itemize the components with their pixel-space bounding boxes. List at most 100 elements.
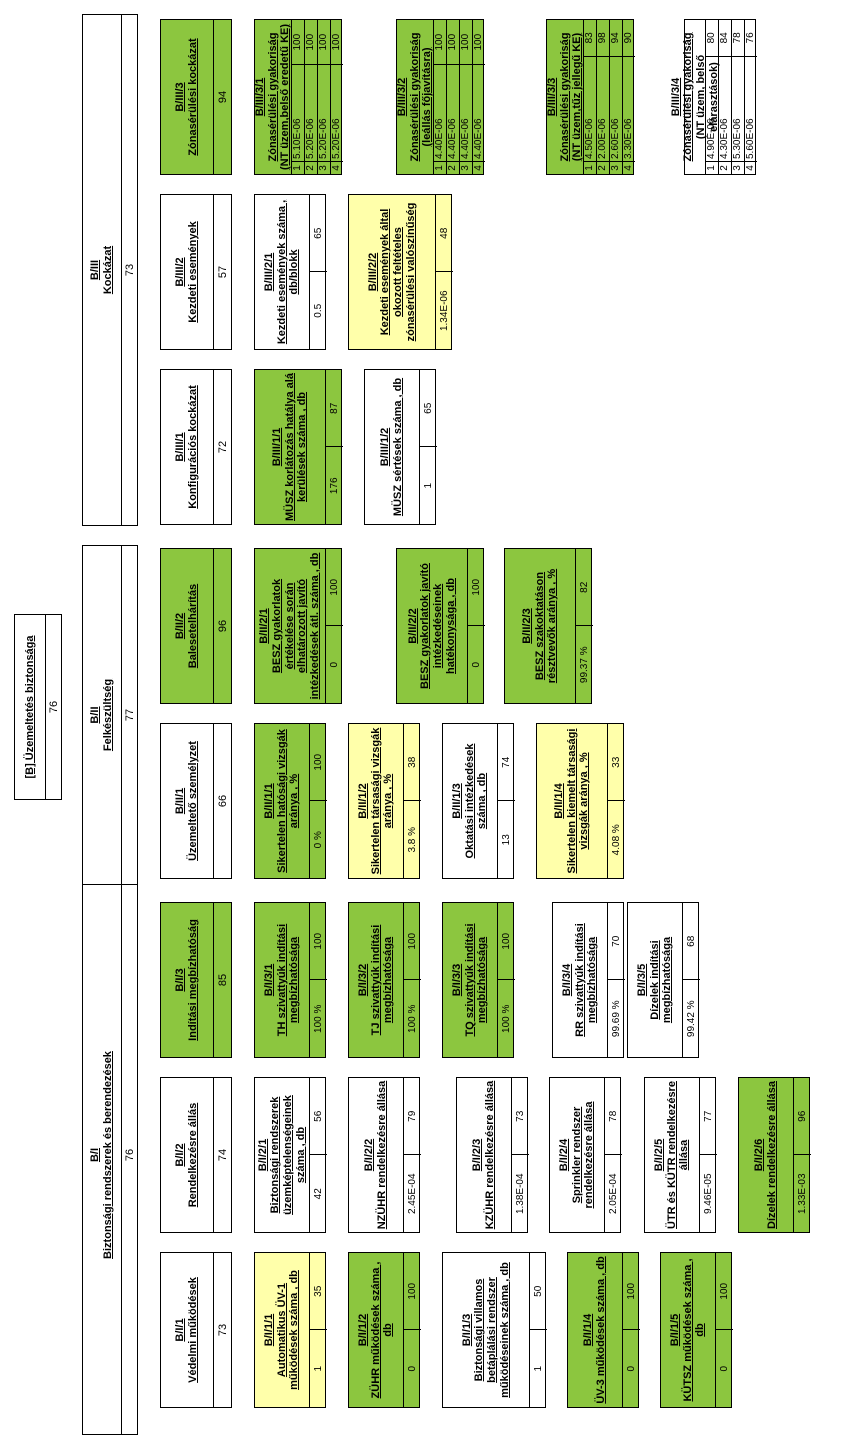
node-code: B/III/1 [174, 432, 187, 462]
leaf-score: 100 [404, 1253, 421, 1331]
leaf-title: Oktatási intézkedések száma , db [463, 743, 489, 859]
leaf-raw-value: 0 [625, 1365, 637, 1372]
leaf-title: TJ szivattyúk indítási megbízhatósága [369, 924, 395, 1036]
matrix-score: 98 [596, 20, 610, 57]
leaf-values: 100 %100 [497, 903, 515, 1057]
leaf-score: 100 [310, 724, 327, 802]
node-title: Konfigurációs kockázat [187, 385, 199, 509]
leaf-code: B/I/1/5 [669, 1313, 682, 1347]
leaf-title: Kezdeti események által okozott feltétel… [379, 202, 417, 342]
leaf-title: Dízelek indítási megbízhatósága [648, 936, 674, 1024]
leaf-code: B/I/2/2 [363, 1138, 376, 1172]
leaf-raw-value: 0 [470, 661, 482, 668]
matrix-raw-value: 5.20E-06 [330, 64, 343, 162]
leaf-values: 99.37 %82 [575, 549, 593, 703]
node-score: 76 [121, 876, 139, 1434]
leaf-code: B/II/1/4 [553, 783, 566, 819]
matrix-unit: 2 [446, 161, 460, 174]
node-title: Kockázat [102, 245, 114, 295]
matrix-title: Zónasérülési gyakoriság (NT üzem,tűz jel… [558, 32, 584, 162]
matrix-unit: 3 [731, 161, 745, 174]
node-title: Indítási megbízhatóság [187, 919, 199, 1041]
leaf-raw-value: 99.37 % [578, 646, 590, 684]
matrix-unit: 3 [317, 161, 331, 174]
node-title: Biztonsági rendszerek és berendezések [102, 1051, 114, 1259]
leaf-values: 1 50 [529, 1253, 547, 1407]
node-score: 85 [213, 903, 233, 1057]
matrix-score: 78 [731, 20, 745, 57]
leaf-code: B/I/3/2 [357, 963, 370, 997]
leaf-code: B/I/2/6 [753, 1138, 766, 1172]
matrix-raw-value: 4.30E-06 [718, 56, 732, 162]
leaf-values: 0 % 100 [309, 724, 327, 878]
matrix-unit: 3 [459, 161, 473, 174]
node-score: 66 [213, 724, 233, 878]
leaf-code: B/I/2/4 [558, 1138, 571, 1172]
node-title: Rendelkezésre állás [187, 1102, 199, 1208]
leaf-raw-value: 0 % [312, 831, 324, 849]
leaf-code: B/III/1/1 [271, 427, 284, 467]
node-code: B/III [89, 259, 102, 281]
leaf-title: Biztonsági villamos betáplálási rendszer… [473, 1262, 511, 1398]
leaf-code: B/II/1/2 [357, 783, 370, 819]
leaf-title: Automatikus ÜV-1 működések száma , db [275, 1270, 301, 1390]
node-code: B/I [89, 1147, 102, 1163]
leaf-title: BESZ szakoktatáson résztvevők aránya , % [533, 568, 559, 684]
matrix-score: 100 [459, 20, 473, 65]
leaf-title: Dízelek rendelkezésre állása [766, 1081, 778, 1229]
leaf-score: 100 [498, 903, 515, 981]
matrix-score: 100 [446, 20, 460, 65]
leaf-title: RR szivattyúk indítási megbízhatósága [573, 923, 599, 1037]
matrix-unit: 2 [596, 161, 610, 174]
matrix-unit: 2 [718, 161, 732, 174]
leaf-title: ÜV-3 működések száma , db [595, 1256, 607, 1404]
leaf-title: KÜTSZ működések száma , db [681, 1258, 707, 1402]
leaf-score: 100 [310, 903, 327, 981]
leaf-code: B/II/2/2 [406, 608, 419, 644]
leaf-title: BESZ gyakorlatok értékelése során elhatá… [271, 552, 321, 700]
leaf-code: B/III/2/2 [366, 252, 379, 292]
leaf-raw-value: 176 [328, 477, 340, 495]
leaf-score: 50 [530, 1253, 547, 1331]
leaf-title: KZÜHR rendelkezésre állása [484, 1080, 496, 1230]
matrix-raw-value: 4.40E-06 [433, 64, 447, 162]
leaf-raw-value: 1 [532, 1365, 544, 1372]
matrix-score: 90 [622, 20, 635, 57]
matrix-raw-value: 2.00E-06 [596, 56, 610, 162]
leaf-title: Sikertelen kiemelt társasági vizsgák ará… [565, 728, 591, 874]
